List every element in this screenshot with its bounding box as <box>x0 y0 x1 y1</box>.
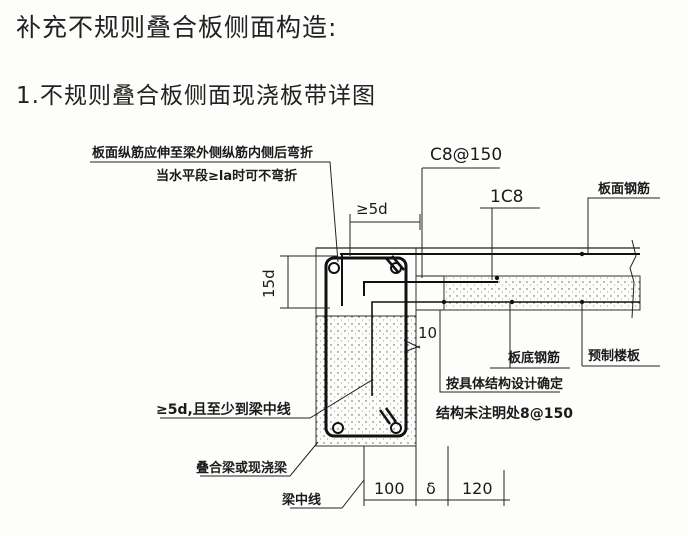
beam-type-label: 叠合梁或现浇梁 <box>196 460 288 476</box>
slab-bar-dot <box>579 251 585 257</box>
corner-bar-bl <box>332 422 344 434</box>
slab-bar-dot <box>441 299 447 305</box>
bottom-slab-bar <box>371 301 640 396</box>
beam-note-label: ≥5d,且至少到梁中线 <box>156 401 291 418</box>
rebar-1c8-label: 1C8 <box>490 187 524 207</box>
leader-beam-type <box>200 441 319 477</box>
stirrup-hook-bottom <box>378 407 398 425</box>
bottom-steel-label: 板底钢筋 <box>508 350 560 366</box>
top-note-1: 板面纵筋应伸至梁外侧纵筋内侧后弯折 <box>92 145 313 161</box>
gap-10-label: 10 <box>418 324 437 342</box>
dim-10-tick <box>403 345 421 353</box>
hook-height-label: 15d <box>260 269 278 298</box>
leader-top-note <box>90 161 339 263</box>
detail-title: 1.不规则叠合板侧面现浇板带详图 <box>16 83 376 109</box>
leader-design <box>439 310 560 393</box>
top-rebar-label: C8@150 <box>430 145 502 165</box>
precast-slab-label: 预制楼板 <box>588 348 641 364</box>
dim-delta-label: δ <box>426 479 436 498</box>
dim-100-label: 100 <box>374 479 405 498</box>
break-line <box>629 239 637 319</box>
slab-bar-dot <box>494 275 500 281</box>
top-note-2: 当水平段≥la时可不弯折 <box>156 168 297 184</box>
top-steel-label: 板面钢筋 <box>598 181 650 197</box>
leader-top-steel <box>587 197 660 254</box>
anchor-length-label: ≥5d <box>356 200 388 218</box>
corner-bar-tr <box>390 262 402 274</box>
design-note-2: 结构未注明处8@150 <box>436 405 573 422</box>
page-title: 补充不规则叠合板侧面构造: <box>16 13 338 42</box>
beam-center-label: 梁中线 <box>281 492 321 508</box>
leader-beam-center <box>290 479 365 509</box>
slab-bar-dot <box>509 299 515 305</box>
dim-120-label: 120 <box>462 479 493 498</box>
beam-stirrup <box>324 256 408 438</box>
corner-bar-br <box>390 422 402 434</box>
leader-beam-note <box>160 379 373 419</box>
rebar-1c8-bar <box>363 281 498 296</box>
top-slab-bar-bend <box>341 253 640 306</box>
corner-bar-tl <box>328 262 340 274</box>
design-note-1: 按具体结构设计确定 <box>446 376 563 392</box>
